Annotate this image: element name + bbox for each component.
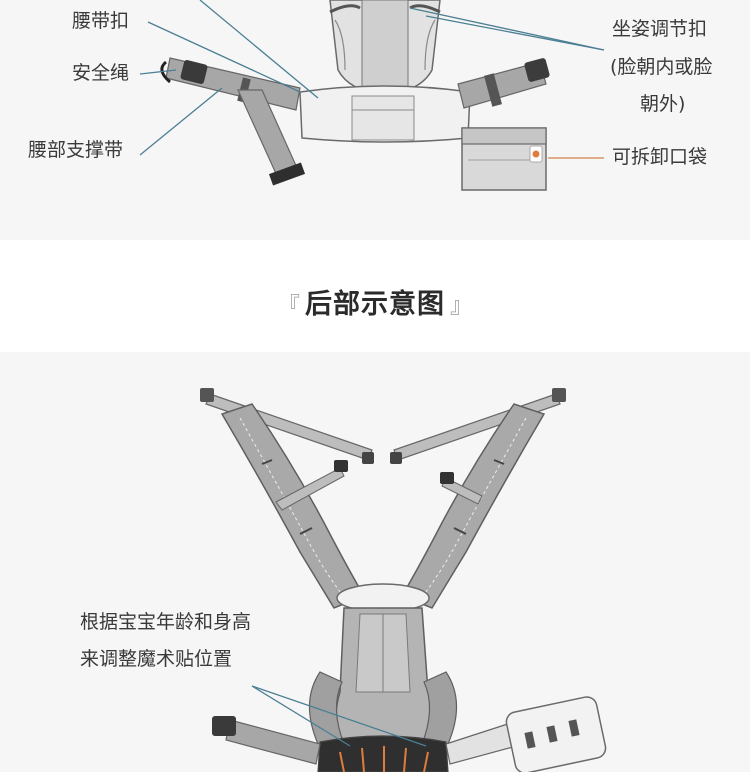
back-carrier-illustration	[200, 388, 607, 772]
waist-support-strap	[237, 89, 306, 186]
section-title: 后部示意图	[305, 289, 445, 320]
waist-belt	[299, 85, 471, 143]
back-diagram-panel: 根据宝宝年龄和身高 来调整魔术贴位置	[0, 352, 750, 772]
front-diagram-panel: 腰带扣 安全绳 腰部支撑带 坐姿调节扣 (脸朝内或脸 朝外) 可拆卸口袋	[0, 0, 750, 240]
bottom-leader-lines	[251, 685, 427, 747]
seat-adjust-buckle-label: 坐姿调节扣	[612, 18, 708, 40]
section-heading: 『 后部示意图 』	[0, 282, 750, 321]
safety-rope-label: 安全绳	[72, 62, 130, 84]
cross-strap-left	[200, 388, 374, 464]
right-waist-wing	[457, 58, 550, 109]
shoulder-strap-right	[400, 403, 546, 609]
title-bracket-left: 『	[277, 294, 300, 319]
waist-buckle-label: 腰带扣	[72, 10, 130, 32]
title-bracket-right: 』	[450, 294, 473, 319]
face-direction-note-line-2: 朝外)	[640, 93, 686, 115]
face-direction-note-line-1: (脸朝内或脸	[610, 56, 713, 78]
front-carrier-illustration	[139, 0, 605, 191]
detachable-pouch-label: 可拆卸口袋	[612, 146, 708, 168]
velcro-note-line-1: 根据宝宝年龄和身高	[80, 611, 252, 633]
detachable-pouch	[461, 127, 547, 191]
carrier-back-panel	[308, 607, 458, 745]
top-leader-lines	[139, 0, 605, 159]
carrier-body-top	[329, 0, 441, 95]
left-waist-belt	[160, 57, 301, 111]
velcro-note-line-2: 来调整魔术贴位置	[80, 648, 233, 670]
back-waist-belt	[212, 696, 607, 772]
waist-support-belt-label: 腰部支撑带	[28, 139, 124, 161]
cross-strap-right	[390, 388, 566, 464]
